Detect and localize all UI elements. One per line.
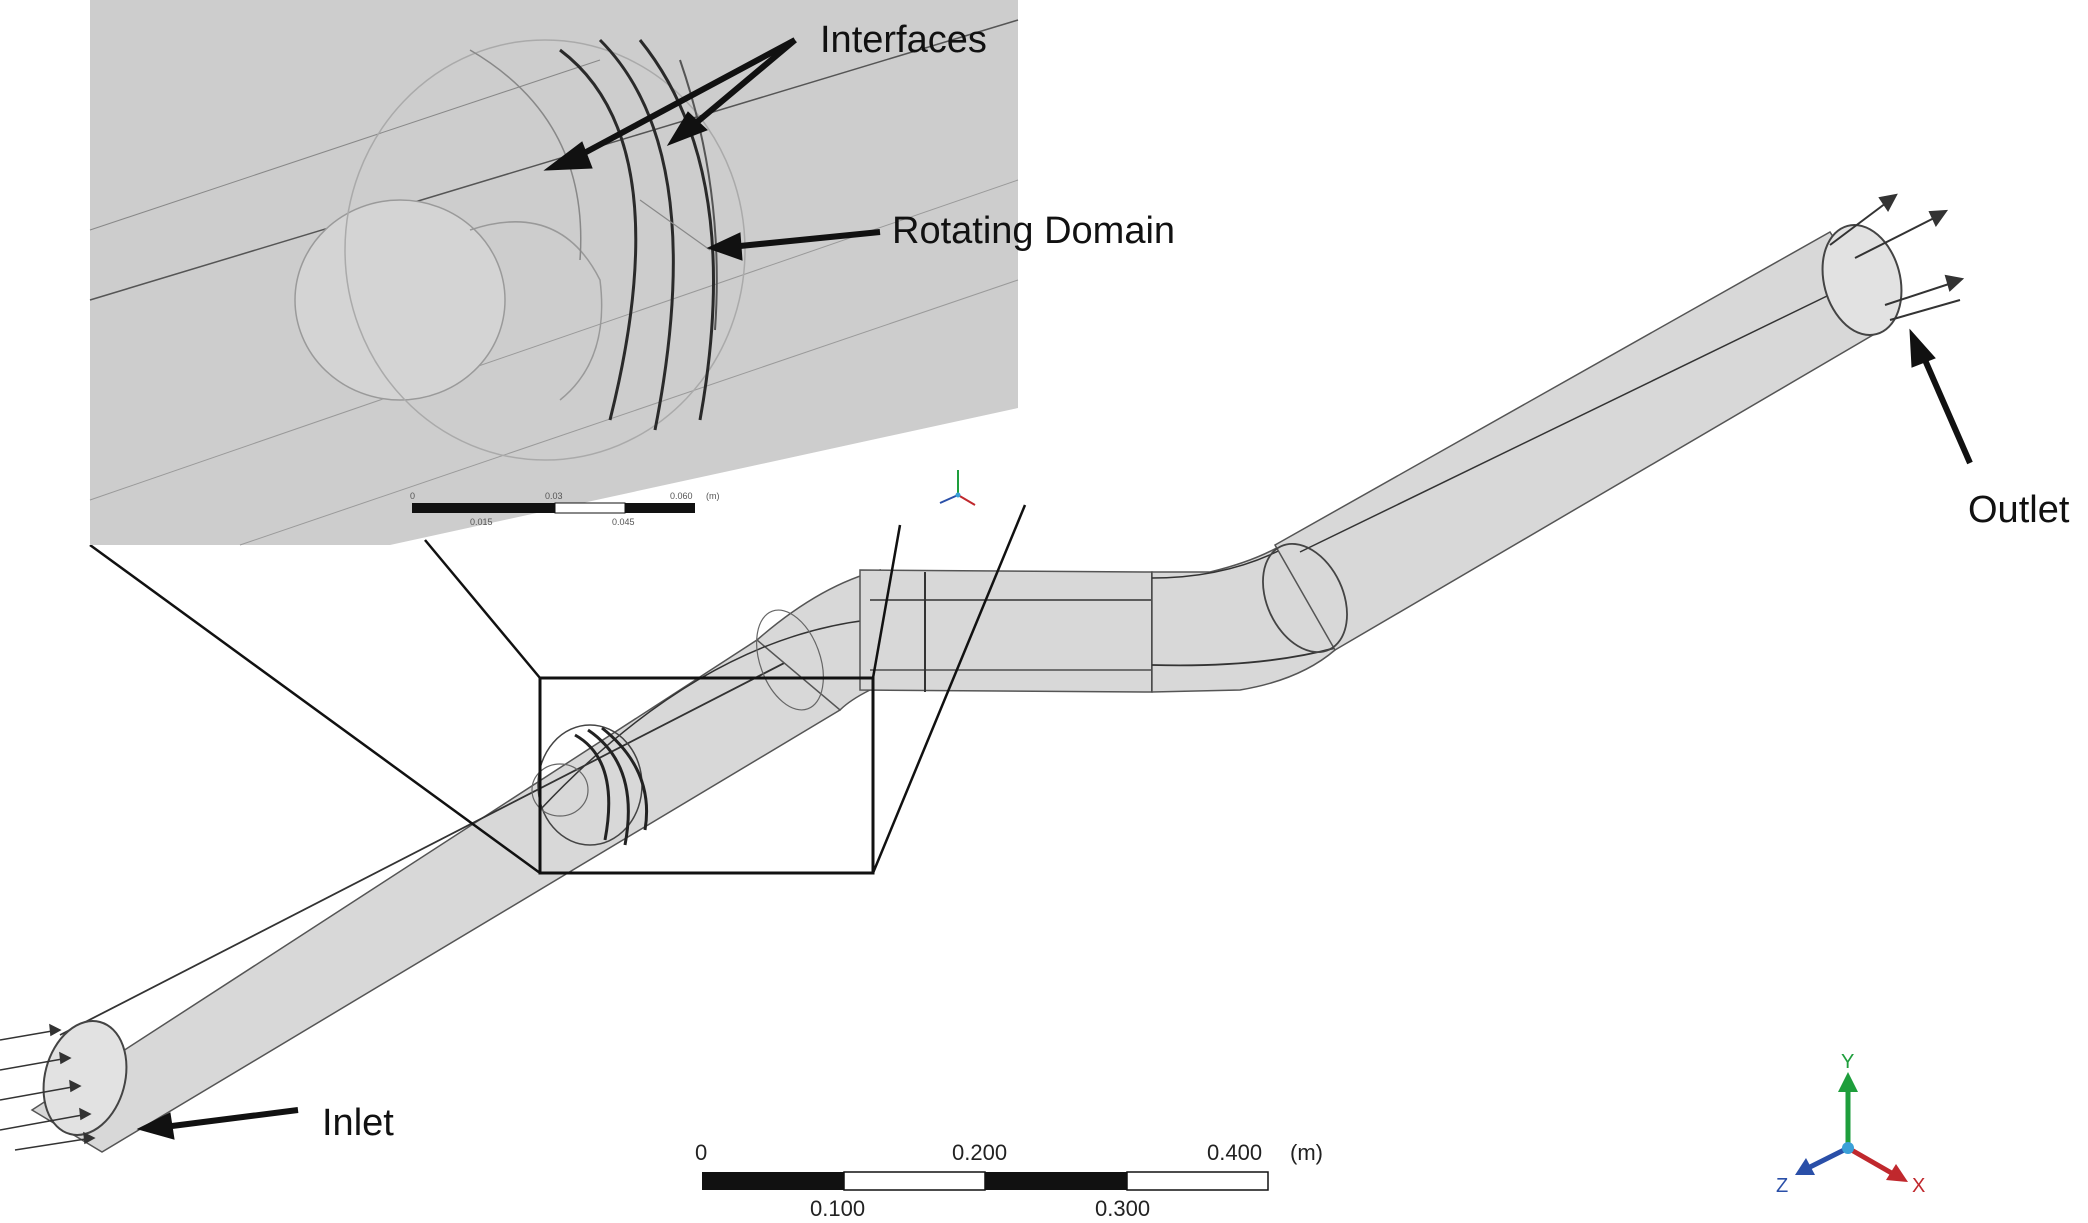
inset-tick-03: 0.03 bbox=[545, 491, 563, 501]
inset-detail-panel: 0 0.03 0.060 (m) 0.015 0.045 bbox=[89, 0, 1019, 546]
inset-tick-015: 0.015 bbox=[470, 517, 493, 527]
scale-tick-0: 0 bbox=[695, 1140, 707, 1165]
axis-y-label: Y bbox=[1841, 1051, 1854, 1073]
rotating-domain-label: Rotating Domain bbox=[892, 210, 1175, 252]
scale-tick-400: 0.400 bbox=[1207, 1140, 1262, 1165]
scale-unit: (m) bbox=[1290, 1140, 1323, 1165]
pipe-assembly bbox=[30, 224, 1903, 1153]
outlet-pipe-segment bbox=[1273, 230, 1892, 652]
inset-unit: (m) bbox=[706, 491, 720, 501]
impeller-main bbox=[531, 724, 649, 846]
inset-tick-0: 0 bbox=[410, 491, 415, 501]
annotation-arrows bbox=[136, 37, 1973, 1140]
outlet-face bbox=[1821, 224, 1903, 336]
axis-triad: Y X Z bbox=[1776, 1051, 1925, 1197]
scale-tick-100: 0.100 bbox=[810, 1196, 865, 1221]
outlet-label: Outlet bbox=[1968, 489, 2070, 531]
main-scale-bar: 0 0.200 0.400 (m) 0.100 0.300 bbox=[695, 1140, 1323, 1221]
zoom-box bbox=[538, 676, 875, 875]
inlet-label: Inlet bbox=[322, 1102, 394, 1144]
scale-tick-300: 0.300 bbox=[1095, 1196, 1150, 1221]
inset-tick-06: 0.060 bbox=[670, 491, 693, 501]
small-axis-triad bbox=[939, 470, 976, 506]
inlet-pipe-segment bbox=[30, 619, 874, 1153]
middle-pipe-segment bbox=[859, 569, 1153, 693]
outlet-flow-arrows bbox=[1829, 193, 1965, 321]
inset-tick-045: 0.045 bbox=[612, 517, 635, 527]
inlet-face bbox=[42, 1020, 128, 1136]
interfaces-label: Interfaces bbox=[820, 19, 987, 61]
zoom-callout bbox=[89, 504, 1027, 875]
inset-scale-bar: 0 0.03 0.060 (m) 0.015 0.045 bbox=[410, 491, 720, 527]
inlet-flow-arrows bbox=[0, 1023, 96, 1151]
axis-x-label: X bbox=[1912, 1175, 1925, 1197]
axis-z-label: Z bbox=[1776, 1175, 1788, 1197]
scale-tick-200: 0.200 bbox=[952, 1140, 1007, 1165]
